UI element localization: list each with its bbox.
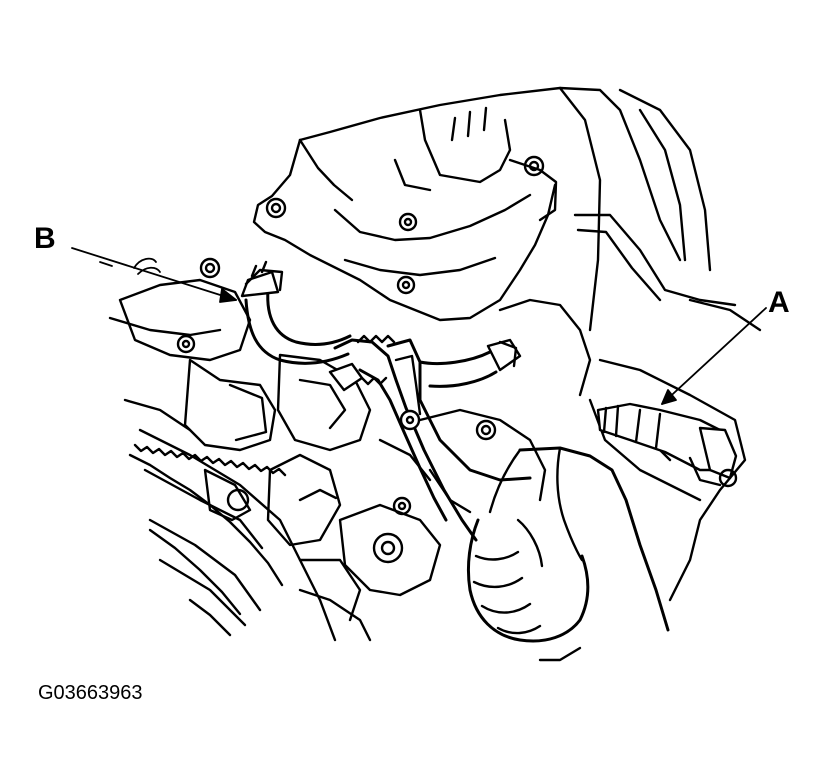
drive-belt xyxy=(130,445,285,614)
hand xyxy=(468,448,668,660)
hose-a xyxy=(420,340,520,386)
leader-arrow-b xyxy=(220,289,236,302)
misc-marks xyxy=(100,259,160,274)
callout-leaders xyxy=(72,248,766,404)
transmission-housing xyxy=(178,88,760,600)
callout-label-a: A xyxy=(768,286,790,319)
leader-line-a xyxy=(662,308,766,404)
leader-arrow-a xyxy=(662,390,676,404)
hose-b xyxy=(242,262,350,363)
callout-label-b: B xyxy=(34,222,56,255)
engine-block xyxy=(110,280,590,640)
figure-id-label: G03663963 xyxy=(38,682,143,704)
pliers xyxy=(330,336,530,540)
fitting-a xyxy=(598,404,736,486)
leader-line-b xyxy=(72,248,236,300)
